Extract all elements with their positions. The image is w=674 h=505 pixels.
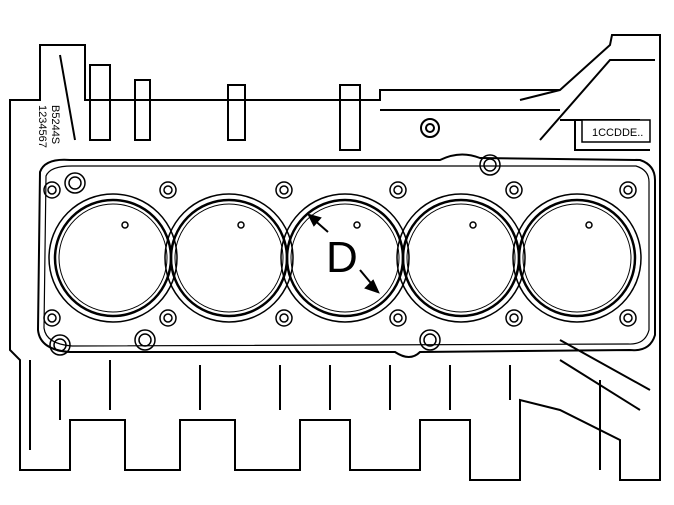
cylinder-bore <box>517 198 637 318</box>
dimension-arrows <box>307 213 380 294</box>
cylinder-bore <box>53 198 173 318</box>
dowel-hole <box>134 329 156 351</box>
head-bolt-hole <box>275 309 293 327</box>
head-bolt-hole-inner <box>509 185 519 195</box>
bore-gasket-ring <box>164 193 294 323</box>
head-bolt-hole <box>389 309 407 327</box>
engine-code-label: B5244S <box>49 105 61 144</box>
head-bolt-hole <box>43 181 61 199</box>
head-bolt-hole-inner <box>163 185 173 195</box>
bore-gasket-ring <box>396 193 526 323</box>
bore-gasket-ring <box>48 193 178 323</box>
head-bolt-hole <box>159 181 177 199</box>
bore-liner <box>58 203 168 313</box>
oil-hole-mark <box>237 221 245 229</box>
dimension-label: D <box>326 233 358 282</box>
dowel-hole-inner <box>483 158 497 172</box>
head-bolt-hole-inner <box>163 313 173 323</box>
dowel-hole <box>479 154 501 176</box>
dowel-hole-inner <box>423 333 437 347</box>
head-bolt-hole <box>159 309 177 327</box>
head-bolt-hole-inner <box>623 185 633 195</box>
head-bolt-hole-inner <box>509 313 519 323</box>
stamp-plate <box>581 119 651 143</box>
head-bolt-hole-inner <box>623 313 633 323</box>
dowel-hole <box>419 329 441 351</box>
head-bolt-hole <box>389 181 407 199</box>
cylinder-bore <box>169 198 289 318</box>
head-bolt-hole-inner <box>47 313 57 323</box>
head-bolt-hole-inner <box>393 313 403 323</box>
oil-hole-mark <box>585 221 593 229</box>
bore-liner <box>290 203 400 313</box>
head-bolt-hole <box>505 181 523 199</box>
cylinder-bores <box>48 193 642 323</box>
dowel-hole-inner <box>68 176 82 190</box>
head-bolt-hole-inner <box>47 185 57 195</box>
head-bolt-hole-inner <box>279 313 289 323</box>
block-outline <box>9 34 661 481</box>
head-bolt-hole <box>505 309 523 327</box>
oil-hole-mark <box>353 221 361 229</box>
dowel-hole-inner <box>53 338 67 352</box>
dowel-hole <box>64 172 86 194</box>
bore-liner <box>174 203 284 313</box>
bore-gasket-ring <box>512 193 642 323</box>
oil-hole-mark <box>469 221 477 229</box>
bore-liner <box>406 203 516 313</box>
oil-hole-mark <box>121 221 129 229</box>
bore-liner <box>522 203 632 313</box>
stamp-code-label: 1CCDDE.. <box>592 127 643 139</box>
cylinder-bore <box>401 198 521 318</box>
head-bolt-hole-inner <box>393 185 403 195</box>
head-bolt-hole <box>619 309 637 327</box>
deck-surface <box>36 153 656 358</box>
serial-number-label: 1234567 <box>36 105 48 148</box>
head-bolt-holes <box>43 154 637 356</box>
head-bolt-hole <box>275 181 293 199</box>
dowel-hole <box>49 334 71 356</box>
bore-gasket-ring <box>280 193 410 323</box>
head-bolt-hole <box>619 181 637 199</box>
dowel-hole-inner <box>138 333 152 347</box>
head-bolt-hole <box>43 309 61 327</box>
head-bolt-hole-inner <box>279 185 289 195</box>
